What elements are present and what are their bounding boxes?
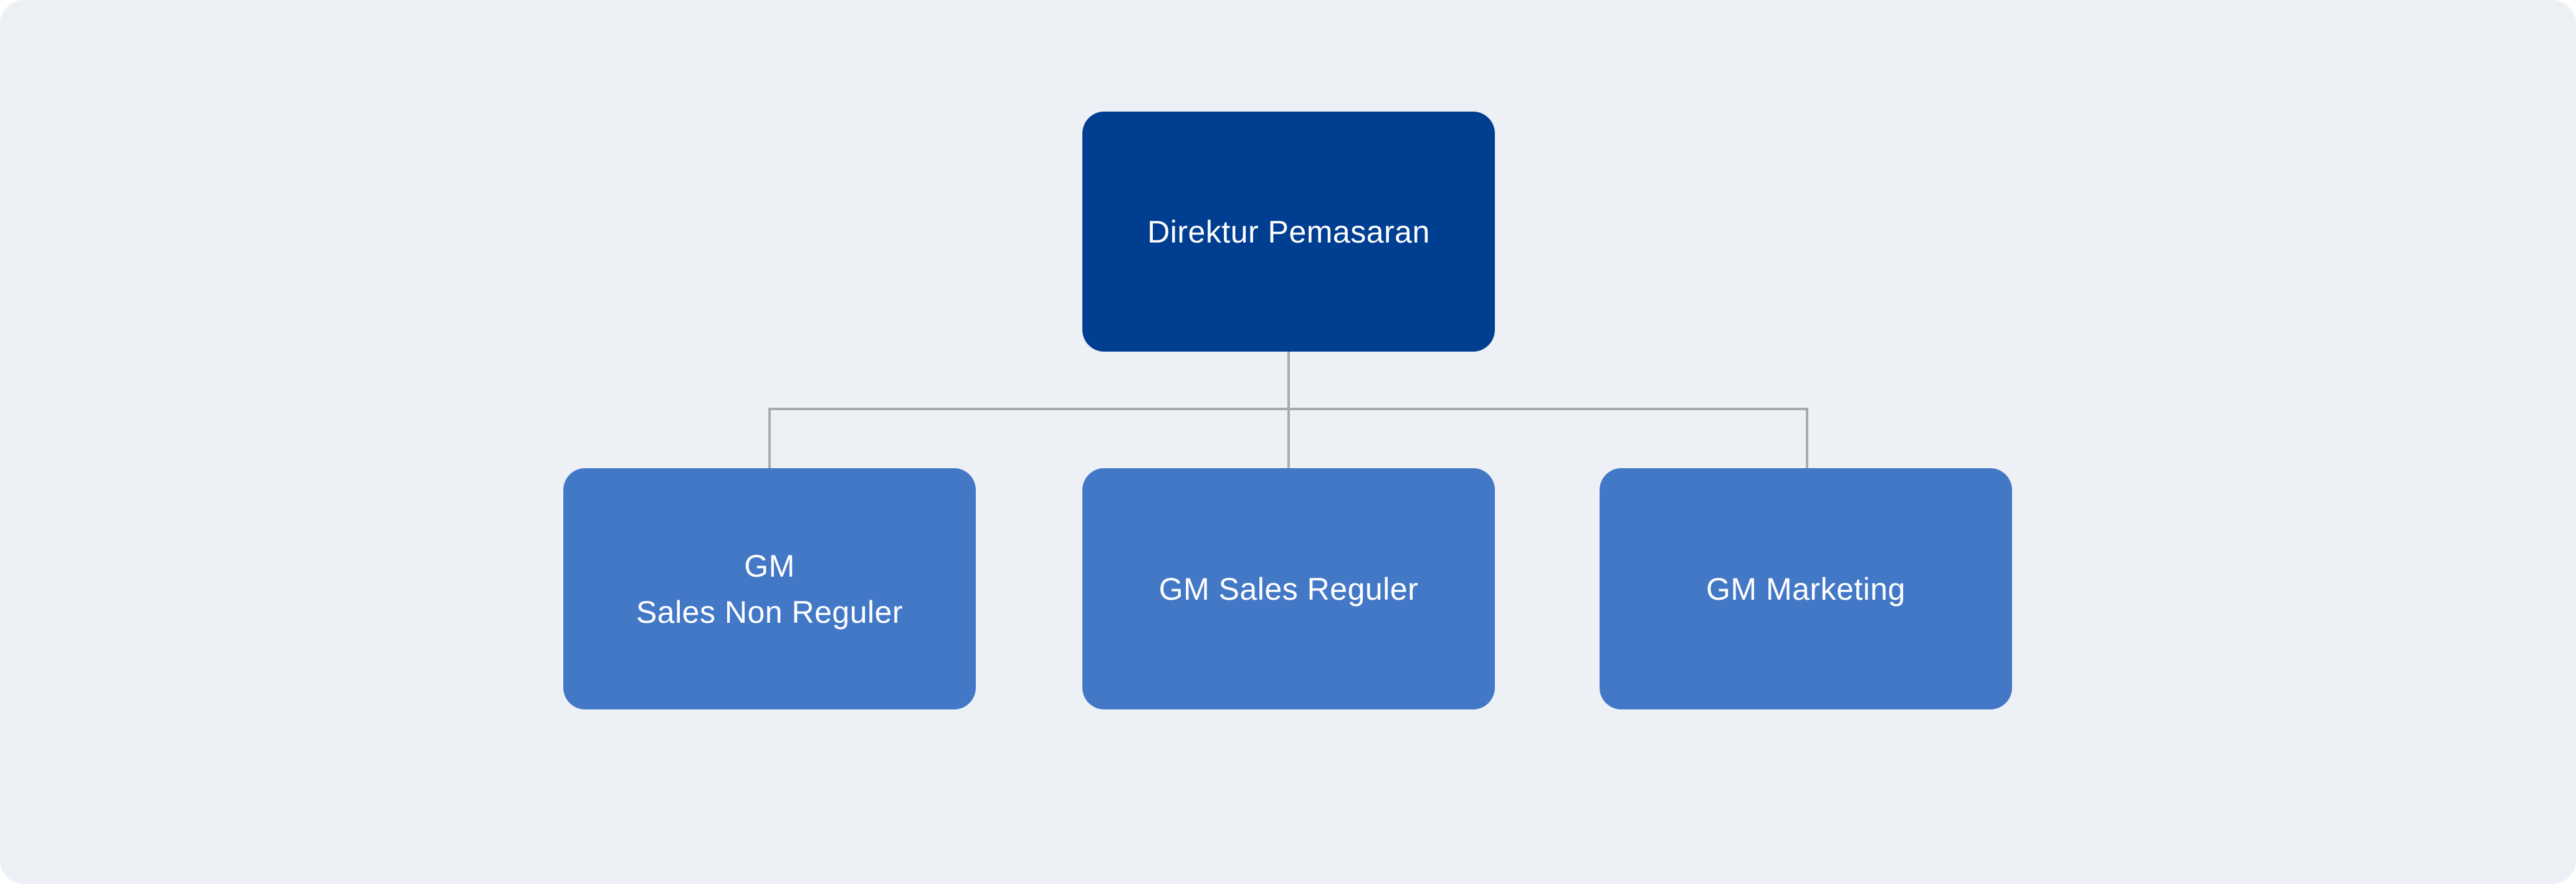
connector-root-stem — [1287, 352, 1290, 409]
org-node-label-line: Sales Non Reguler — [636, 594, 904, 630]
org-node-label: Direktur Pemasaran — [1147, 214, 1430, 249]
org-node-gm-sales-non-reguler[interactable]: GM Sales Non Reguler — [563, 468, 976, 709]
org-node-label-line: GM — [744, 548, 795, 584]
connector-drop-right-child — [1806, 408, 1808, 468]
org-node-gm-sales-reguler[interactable]: GM Sales Reguler — [1082, 468, 1495, 709]
org-node-label: GM Marketing — [1706, 571, 1906, 607]
org-node-label: GM Sales Reguler — [1158, 571, 1419, 607]
connector-drop-center-child — [1287, 408, 1290, 468]
org-node-direktur-pemasaran[interactable]: Direktur Pemasaran — [1082, 112, 1495, 352]
connector-drop-left-child — [768, 408, 771, 468]
org-node-gm-marketing[interactable]: GM Marketing — [1600, 468, 2012, 709]
